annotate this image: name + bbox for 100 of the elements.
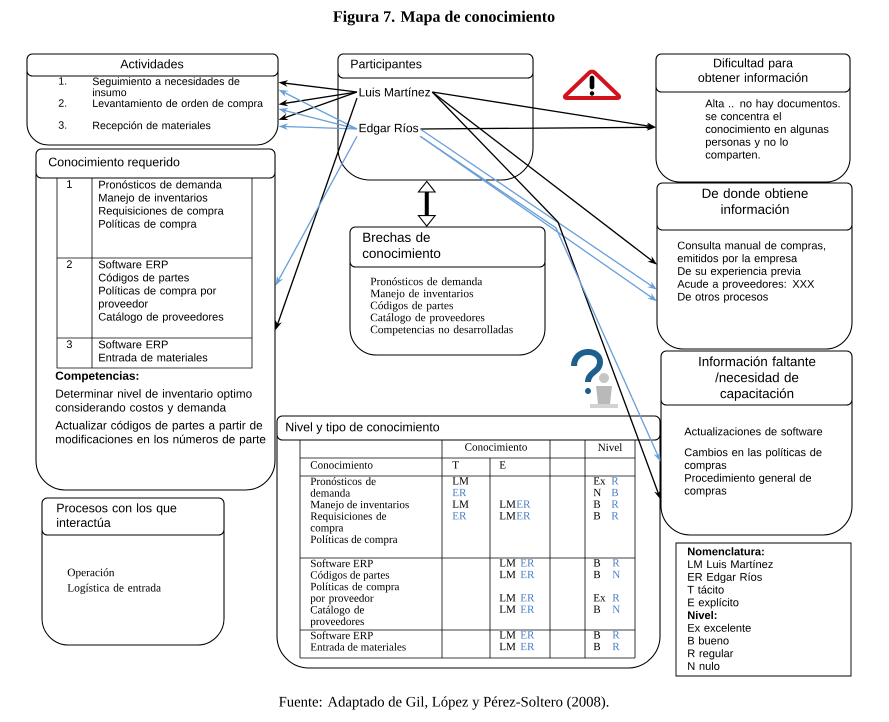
- card-text: Cambios en las políticas de compras: [684, 448, 822, 472]
- cell-text: Software ERP: [98, 340, 168, 348]
- list-item: Seguimiento a necesidades de insumo: [92, 77, 240, 96]
- table-text: Políticas de compra: [310, 535, 398, 546]
- table-text: B: [594, 559, 600, 567]
- cell-text: Códigos de partes: [98, 273, 189, 284]
- legend-text: Nivel:: [688, 610, 716, 620]
- table-text: ER: [452, 512, 466, 520]
- difficulty-card: [655, 53, 851, 183]
- knowledge-level-card: [276, 415, 661, 669]
- row-number: 3: [66, 340, 72, 348]
- table-text: Entrada de materiales: [310, 642, 406, 651]
- table-text: LM: [500, 559, 516, 567]
- table-text: R: [612, 559, 620, 567]
- card-heading: Conocimiento requerido: [48, 157, 180, 169]
- table-text: Manejo de inventarios: [310, 500, 409, 511]
- list-number: 3.: [58, 121, 66, 129]
- person-name: Luis Martínez: [360, 88, 430, 96]
- table-text: B: [594, 606, 600, 613]
- card-heading: Participantes: [351, 59, 422, 71]
- row-number: 1: [67, 180, 72, 188]
- table-text: ER: [520, 631, 534, 639]
- table-text: LM: [500, 512, 516, 520]
- table-header: Nivel: [598, 443, 622, 452]
- card-text: Operación: [68, 568, 114, 579]
- legend-text: B bueno: [688, 636, 729, 645]
- table-text: LM: [500, 642, 516, 650]
- card-text: Competencias:: [56, 371, 138, 382]
- card-text: Catálogo de proveedores: [370, 313, 484, 324]
- table-header: T: [452, 461, 459, 469]
- table-header: Conocimiento: [310, 461, 373, 469]
- figure-caption: Fuente: Adaptado de Gil, López y Pérez-Soltero (2008).: [279, 696, 608, 710]
- table-text: Requisiciones de compra: [310, 512, 386, 534]
- card-text: Competencias no desarrolladas: [370, 325, 513, 336]
- list-item: Levantamiento de orden de compra: [93, 99, 264, 110]
- card-heading: Actividades: [120, 59, 184, 68]
- table-text: Catálogo de proveedores: [310, 606, 364, 628]
- legend-text: LM Luis Martínez: [688, 560, 773, 568]
- table-header: Conocimiento: [465, 443, 527, 451]
- table-text: ER: [516, 512, 530, 520]
- cell-text: Políticas de compra: [99, 219, 197, 230]
- table-text: Ex: [594, 477, 606, 485]
- cell-text: Requisiciones de compra: [99, 206, 224, 217]
- card-text: Códigos de partes: [370, 301, 453, 312]
- table-text: Ex: [594, 594, 606, 602]
- card-text: Manejo de inventarios: [370, 289, 474, 300]
- list-number: 1.: [59, 77, 66, 85]
- table-text: LM: [452, 477, 469, 485]
- list-number: 2.: [58, 99, 66, 107]
- card-text: Actualizar códigos de partes a partir de modificaciones en los números de parte: [55, 420, 266, 446]
- table-text: B: [612, 488, 618, 496]
- table-text: LM: [500, 570, 516, 578]
- table-text: ER: [520, 606, 534, 613]
- table-text: ER: [516, 500, 530, 508]
- card-text: Consulta manual de compras, emitidos por la empresa: [678, 241, 826, 264]
- table-text: N: [612, 570, 620, 578]
- table-text: ER: [520, 570, 534, 578]
- table-text: Software ERP: [311, 631, 373, 640]
- activities-card: [26, 53, 279, 146]
- processes-card: [41, 497, 225, 646]
- table-text: Códigos de partes: [310, 570, 390, 581]
- nomenclature-box: [676, 542, 852, 676]
- cell-text: Software ERP: [98, 260, 168, 268]
- table-text: LM: [500, 631, 516, 639]
- card-heading: Dificultad para obtener información: [698, 58, 808, 82]
- table-text: B: [594, 512, 600, 520]
- card-text: Determinar nivel de inventario optimo considerando costos y demanda: [56, 389, 252, 414]
- table-text: Pronósticos de demanda: [310, 477, 376, 497]
- card-heading: Brechas de conocimiento: [362, 232, 440, 258]
- legend-text: T tácito: [688, 585, 724, 594]
- sources-card: [656, 182, 853, 350]
- table-text: B: [594, 642, 600, 650]
- legend-text: N nulo: [688, 662, 720, 670]
- table-text: ER: [520, 559, 534, 567]
- participants-card: [337, 53, 534, 181]
- table-text: R: [612, 642, 620, 650]
- card-text: De otros procesos: [678, 292, 768, 303]
- table-text: ER: [520, 642, 534, 650]
- table-text: LM: [500, 606, 516, 613]
- table-text: R: [612, 500, 619, 508]
- list-item: Recepción de materiales: [93, 121, 210, 132]
- table-text: B: [594, 570, 600, 578]
- table-text: R: [612, 477, 619, 485]
- card-heading: Nivel y tipo de conocimiento: [286, 422, 440, 434]
- table-text: R: [612, 512, 619, 520]
- gaps-card: [349, 226, 546, 356]
- cell-text: Manejo de inventarios: [99, 193, 208, 204]
- arrow: [417, 180, 436, 227]
- card-heading: Procesos con los que interactúa: [57, 503, 176, 528]
- table-text: R: [612, 631, 620, 639]
- missing-info-card: [660, 350, 853, 536]
- table-text: B: [594, 500, 600, 508]
- table-header: E: [500, 461, 506, 469]
- table-text: B: [594, 631, 600, 639]
- table-text: Software ERP: [311, 559, 373, 568]
- legend-text: Nomenclatura:: [688, 547, 764, 556]
- cell-text: Entrada de materiales: [99, 353, 208, 362]
- card-text: Pronósticos de demanda: [370, 277, 482, 286]
- person-name: Edgar Ríos: [360, 123, 418, 135]
- legend-text: ER Edgar Ríos: [688, 572, 762, 584]
